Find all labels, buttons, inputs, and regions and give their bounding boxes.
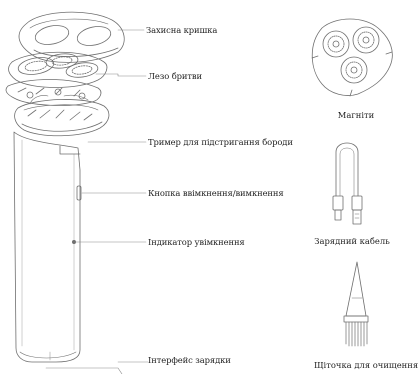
label-power-button: Кнопка ввімкнення/вимкнення xyxy=(148,188,284,198)
magnets-illustration xyxy=(312,19,392,96)
label-power-indicator: Індикатор увімкнення xyxy=(148,237,245,247)
label-protective-cover: Захисна кришка xyxy=(146,25,217,35)
label-magnets: Магніти xyxy=(336,110,376,120)
shaver-body xyxy=(14,132,81,362)
cleaning-brush-illustration xyxy=(344,262,368,346)
label-charging-cable: Зарядний кабель xyxy=(312,236,392,246)
label-charging-port: Інтерфейс зарядки xyxy=(148,355,231,365)
leader-lines xyxy=(46,30,148,374)
label-beard-trimmer: Тример для підстригання бороди xyxy=(148,137,293,147)
label-cleaning-brush: Щіточка для очищення xyxy=(314,360,418,370)
label-shaver-blade: Лезо бритви xyxy=(148,71,202,81)
charging-cable-illustration xyxy=(333,143,362,224)
